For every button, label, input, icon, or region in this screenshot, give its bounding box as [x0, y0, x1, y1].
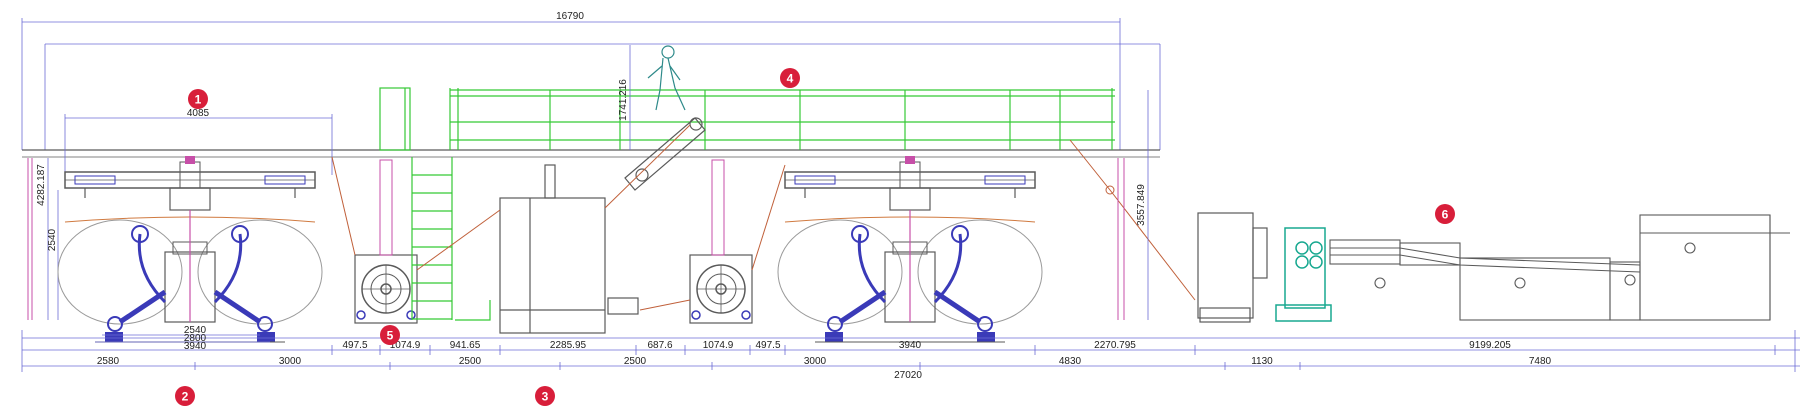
- dim-unwinder-width: 4085: [187, 108, 210, 119]
- dim-seg-3940-right: 3940: [899, 340, 922, 351]
- unwinder-width-dimension: 4085: [64, 108, 333, 175]
- svg-text:4: 4: [787, 72, 794, 86]
- paper-web-path: [331, 124, 1196, 311]
- badge-2: 2: [175, 386, 195, 406]
- dim-seg-941: 941.65: [450, 340, 481, 351]
- dim-b-2500-left: 2500: [459, 356, 482, 367]
- dim-b-2500-right: 2500: [624, 356, 647, 367]
- center-machine: [499, 164, 639, 334]
- dim-b-7480: 7480: [1529, 356, 1552, 367]
- cutter-section: [1197, 212, 1268, 323]
- badge-5: 5: [380, 325, 400, 345]
- dim-b-3000-right: 3000: [804, 356, 827, 367]
- svg-text:1: 1: [195, 93, 202, 107]
- dim-b-2580: 2580: [97, 356, 120, 367]
- badge-3: 3: [535, 386, 555, 406]
- top-dimension: 16790: [21, 11, 1121, 150]
- tensioner-right: [689, 159, 753, 324]
- badge-4: 4: [780, 68, 800, 88]
- dim-left-height: 4282.187: [36, 164, 47, 206]
- svg-text:2: 2: [182, 390, 189, 404]
- svg-text:6: 6: [1442, 208, 1449, 222]
- svg-text:5: 5: [387, 329, 394, 343]
- svg-text:3: 3: [542, 390, 549, 404]
- dim-total-bottom: 27020: [894, 370, 922, 381]
- dim-inner-3940-left: 3940: [184, 341, 207, 352]
- left-height-dimensions: 4282.187 2540: [27, 158, 59, 320]
- dim-seg-2270: 2270.795: [1094, 340, 1136, 351]
- dim-right-height: 3557.849: [1136, 184, 1147, 226]
- walkway-platform: [379, 87, 1115, 321]
- dim-b-3000-left: 3000: [279, 356, 302, 367]
- dim-seg-497-right: 497.5: [755, 340, 780, 351]
- dim-inner-2800: 2800: [184, 333, 207, 344]
- badge-1: 1: [188, 89, 208, 109]
- dim-platform-height: 1741.216: [618, 79, 629, 121]
- incline-conveyor: [624, 117, 706, 191]
- person-figure: [647, 45, 686, 111]
- segment-ticks: [194, 345, 1776, 370]
- dim-total-top: 16790: [556, 11, 584, 22]
- knife-unit: [1275, 227, 1332, 322]
- unwinder-right: [778, 156, 1042, 342]
- dim-seg-2285: 2285.95: [550, 340, 587, 351]
- tensioner-left: [354, 159, 418, 324]
- dim-seg-1074-right: 1074.9: [703, 340, 734, 351]
- dim-left-mid-height: 2540: [47, 228, 58, 251]
- dim-seg-9199: 9199.205: [1469, 340, 1511, 351]
- dim-inner-2540: 2540: [184, 325, 207, 336]
- dim-b-1130: 1130: [1251, 356, 1273, 367]
- dim-seg-497-left: 497.5: [342, 340, 367, 351]
- bottom-dimension-chain: [21, 330, 1800, 372]
- dim-seg-687: 687.6: [647, 340, 672, 351]
- badge-6: 6: [1435, 204, 1455, 224]
- conveyor-stacker: [1329, 214, 1790, 321]
- dim-b-4830: 4830: [1059, 356, 1082, 367]
- dim-seg-1074-left: 1074.9: [390, 340, 421, 351]
- unwinder-left: [58, 156, 322, 342]
